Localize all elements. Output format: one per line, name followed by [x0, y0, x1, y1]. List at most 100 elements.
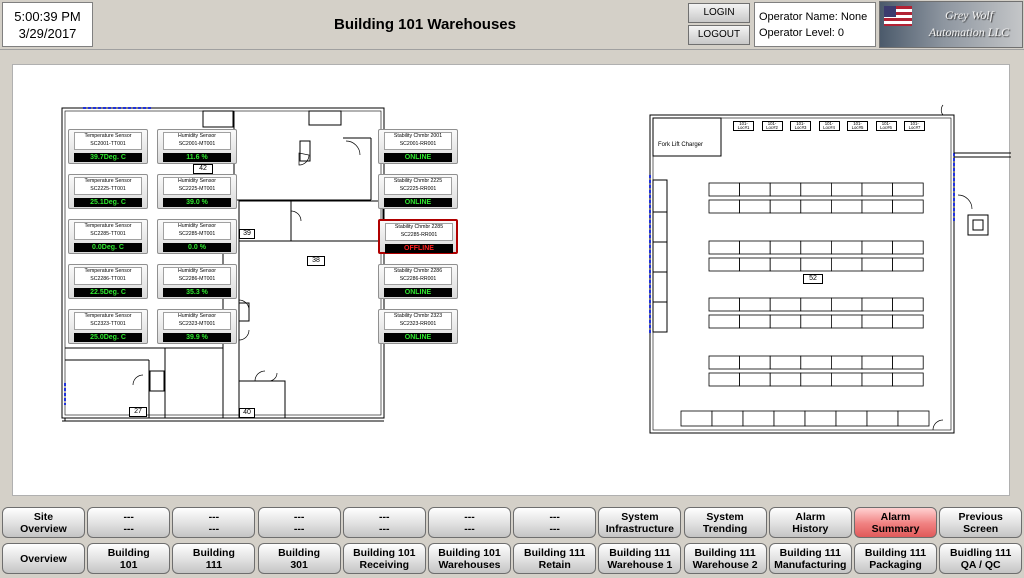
sensor-id: SC2285-TT001: [90, 230, 126, 237]
nav-button-line2: Summary: [871, 523, 920, 535]
room-number-27: 27: [129, 407, 147, 417]
location-box-top: 101-: [796, 121, 805, 126]
storage-rack: [800, 355, 832, 370]
sensor-value: 39.9 %: [163, 333, 231, 342]
sensor-type: Stability Chmbr 2285: [394, 224, 444, 230]
nav-button-line1: ---: [293, 511, 305, 523]
storage-rack: [800, 314, 832, 329]
clock-date: 3/29/2017: [18, 26, 77, 41]
sensor-value: 11.6 %: [163, 153, 231, 162]
location-box-label: Loc#4: [823, 125, 835, 130]
storage-rack: [804, 410, 837, 427]
sensor-type: Humidity Sensor: [177, 268, 217, 274]
nav-blank-button[interactable]: ------: [172, 507, 256, 538]
nav-button-line1: Building 111: [694, 547, 756, 559]
nav-overview-button[interactable]: Overview: [2, 543, 85, 574]
nav-button-line1: Building 111: [609, 547, 671, 559]
nav-blank-button[interactable]: ------: [513, 507, 597, 538]
nav-blank-button[interactable]: ------: [342, 507, 426, 538]
nav-button-line1: System: [706, 511, 744, 523]
sensor-value: OFFLINE: [385, 244, 453, 253]
sensor-type: Temperature Sensor: [84, 133, 132, 139]
location-box-top: 101-: [853, 121, 862, 126]
storage-rack: [892, 182, 924, 197]
clock-display: 5:00:39 PM 3/29/2017: [2, 2, 93, 47]
nav-button-line2: Receiving: [359, 559, 410, 571]
sensor-id: SC2323-RR001: [399, 320, 437, 327]
sensor-value: 39.0 %: [163, 198, 231, 207]
storage-rack: [769, 314, 802, 329]
sensor-type: Temperature Sensor: [84, 268, 132, 274]
storage-rack: [831, 355, 863, 370]
floorplan-panel: 42 39 38 27 40 52 Fork Lift Charger 101-…: [12, 64, 1011, 496]
nav-button-line2: Warehouse 1: [607, 559, 673, 571]
nav-button-line1: ---: [464, 511, 475, 523]
location-box: 101-Loc#3: [790, 121, 811, 131]
sensor-value: ONLINE: [384, 153, 452, 162]
sensor-id: SC2001-TT001: [90, 140, 126, 147]
sensor-id: SC2323-MT001: [178, 320, 216, 327]
storage-rack: [769, 240, 802, 255]
nav-button-line2: Manufacturing: [774, 559, 847, 571]
nav-blank-button[interactable]: ------: [257, 507, 341, 538]
nav-blank-button[interactable]: ------: [87, 507, 171, 538]
nav-button-line1: ---: [379, 511, 390, 523]
nav-button-line1: Building: [107, 547, 150, 559]
nav-blank-button[interactable]: ------: [428, 507, 511, 538]
login-button[interactable]: LOGIN: [688, 3, 750, 23]
nav-button-line2: Screen: [963, 523, 999, 535]
location-box-label: Loc#7: [908, 125, 921, 130]
sensor-type: Stability Chmbr 2286: [393, 268, 443, 274]
storage-rack: [680, 410, 713, 427]
nav-button-line2: Overview: [20, 523, 67, 535]
storage-rack: [861, 240, 894, 255]
storage-rack: [708, 257, 741, 272]
nav-button-line1: Building 101: [353, 547, 416, 559]
room-number-38: 38: [307, 256, 325, 266]
storage-rack: [861, 297, 894, 312]
location-box: 101-Loc#1: [733, 121, 754, 131]
storage-rack: [769, 182, 802, 197]
operator-name: Operator Name: None: [759, 11, 868, 23]
storage-rack: [739, 199, 771, 214]
logout-button[interactable]: LOGOUT: [688, 25, 750, 45]
